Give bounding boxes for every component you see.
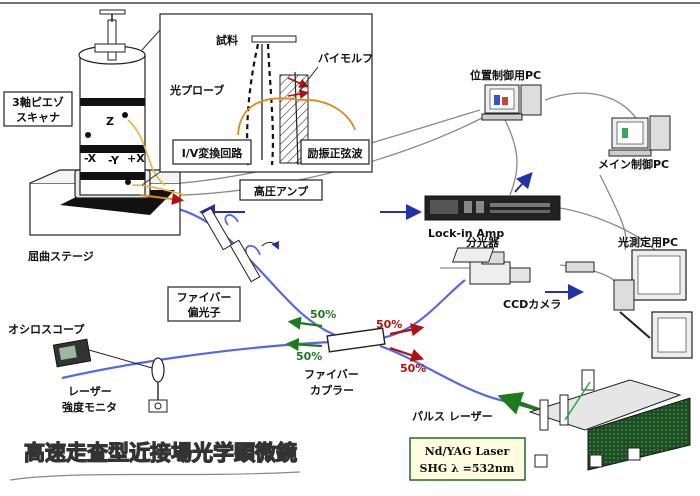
bend-stage-label: 屈曲ステージ bbox=[28, 249, 94, 263]
pulse-laser-label: パルス レーザー bbox=[412, 410, 493, 423]
laser-spec-box bbox=[409, 437, 526, 481]
axis-plus-x-label: +X bbox=[127, 152, 145, 165]
monitor-label-line1: レーザー bbox=[68, 385, 112, 398]
spectrometer bbox=[469, 251, 531, 285]
optical-pc bbox=[613, 249, 693, 359]
lockin-amp bbox=[424, 195, 561, 221]
title-underline bbox=[9, 471, 301, 481]
fiber-polarizer-line2: 偏光子 bbox=[188, 305, 221, 319]
ratio-upper-left: 50% bbox=[310, 308, 336, 321]
fiber-polarizer-line1: ファイバー bbox=[177, 291, 232, 304]
fiber-polarizer bbox=[201, 207, 279, 283]
laser-spec-line1: Nd/YAG Laser bbox=[425, 445, 510, 458]
axis-minus-y-label: -Y bbox=[108, 154, 120, 167]
lockin-label: Lock-in Amp bbox=[428, 227, 504, 240]
oscilloscope-label: オシロスコープ bbox=[8, 322, 85, 336]
axis-minus-x-label: -X bbox=[84, 152, 97, 165]
arrow-green-upper bbox=[287, 316, 323, 330]
iv-converter-label: I/V変換回路 bbox=[182, 146, 244, 160]
diagram-title: 高速走査型近接場光学顕微鏡 bbox=[24, 441, 297, 465]
laser-monitor bbox=[88, 349, 168, 413]
monitor-label-line2: 強度モニタ bbox=[62, 400, 117, 414]
probe-detail-inset: 試料 バイモルフ 光プローブ I/V変換回路 励振正弦波 bbox=[141, 13, 373, 186]
arrow-red-upper bbox=[389, 323, 425, 337]
fiber-coupler bbox=[326, 327, 386, 353]
piezo-label-box: 3軸ピエゾ スキャナ bbox=[3, 91, 73, 127]
coupler-label-line1: ファイバー bbox=[304, 368, 359, 381]
ccd-device bbox=[451, 247, 595, 273]
ratio-lower-right: 50% bbox=[400, 362, 426, 375]
bimorph-label: バイモルフ bbox=[318, 52, 373, 65]
cables bbox=[139, 92, 656, 283]
laser-spec-line2: SHG λ =532nm bbox=[420, 462, 515, 475]
pulse-laser bbox=[528, 369, 691, 471]
ccd-label: CCDカメラ bbox=[503, 298, 561, 311]
piezo-scanner: Z -X -Y +X bbox=[29, 9, 186, 236]
excitation-label: 励振正弦波 bbox=[308, 146, 364, 160]
ratio-upper-right: 50% bbox=[376, 318, 402, 331]
hv-amp-box bbox=[239, 179, 323, 201]
main-pc bbox=[608, 115, 671, 157]
hv-amp-label: 高圧アンプ bbox=[254, 184, 309, 198]
position-pc-label: 位置制御用PC bbox=[470, 68, 541, 82]
fiber-polarizer-box bbox=[167, 286, 241, 322]
oscilloscope bbox=[52, 338, 92, 368]
sample-label: 試料 bbox=[216, 33, 238, 47]
main-pc-label: メイン制御PC bbox=[598, 157, 669, 171]
piezo-label-line2: スキャナ bbox=[16, 111, 60, 124]
position-pc bbox=[481, 84, 542, 121]
piezo-label-line1: 3軸ピエゾ bbox=[12, 95, 64, 109]
axis-z-label: Z bbox=[106, 115, 114, 128]
coupler-label-line2: カプラー bbox=[310, 383, 354, 397]
arrow-to-pc bbox=[514, 172, 533, 193]
arrow-green-lower bbox=[285, 337, 323, 352]
probe-label: 光プローブ bbox=[169, 83, 224, 97]
ratio-lower-left: 50% bbox=[296, 350, 322, 363]
optical-pc-label: 光測定用PC bbox=[617, 235, 678, 249]
arrow-red-lower bbox=[389, 346, 425, 362]
spectrometer-label: 分光器 bbox=[466, 235, 500, 249]
